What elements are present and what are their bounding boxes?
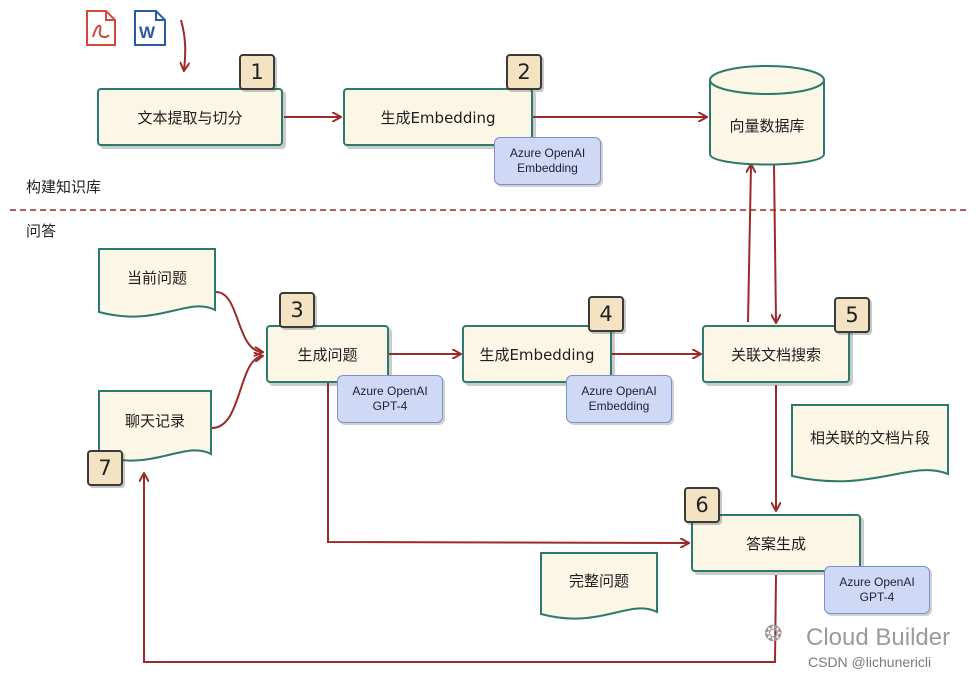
wechat-logo-icon: ❂	[764, 622, 783, 647]
step-badge-2: 2	[506, 54, 542, 90]
node-embedding-qa: 生成Embedding	[462, 325, 612, 383]
node-embedding-build: 生成Embedding	[343, 88, 533, 146]
step-badge-4: 4	[588, 296, 624, 332]
arrow-history-to-gen	[211, 356, 262, 429]
tag-azure-gpt4-answer: Azure OpenAI GPT-4	[824, 566, 930, 614]
arrow-answer-to-history	[144, 474, 777, 663]
section-label-build: 构建知识库	[26, 178, 102, 196]
tag-line-1: Azure OpenAI	[509, 146, 586, 160]
tag-line-1: Azure OpenAI	[352, 384, 428, 398]
node-related-doc-search: 关联文档搜索	[702, 325, 850, 383]
tag-azure-embedding-qa: Azure OpenAI Embedding	[566, 375, 672, 423]
arrow-db-to-search	[774, 164, 776, 322]
arrow-search-to-db	[748, 165, 751, 323]
node-generate-question-label: 生成问题	[297, 345, 358, 364]
node-generate-question: 生成问题	[266, 325, 389, 383]
pdf-file-icon	[86, 10, 116, 46]
doc-current-question-label: 当前问题	[126, 268, 187, 287]
tag-line-1: Azure OpenAI	[839, 575, 915, 589]
doc-chat-history-label: 聊天记录	[124, 411, 185, 430]
doc-shape	[791, 404, 949, 483]
tag-line-2: Embedding	[517, 161, 578, 175]
section-label-qa: 问答	[26, 222, 57, 240]
tag-line-2: GPT-4	[859, 590, 895, 604]
tag-azure-embedding-build: Azure OpenAI Embedding	[494, 137, 601, 185]
tag-line-1: Azure OpenAI	[581, 384, 657, 398]
word-icon-letter: W	[139, 23, 156, 42]
word-file-icon: W	[134, 10, 166, 46]
step-badge-3: 3	[279, 292, 315, 328]
doc-full-question: 完整问题	[540, 552, 658, 624]
doc-shape	[98, 248, 216, 318]
watermark-sub: CSDN @lichunericli	[808, 654, 932, 670]
arrow-files-to-extract	[181, 19, 185, 70]
tag-line-2: GPT-4	[372, 399, 408, 413]
doc-full-question-label: 完整问题	[568, 571, 629, 590]
node-answer-generation-label: 答案生成	[745, 534, 806, 553]
doc-related-chunks: 相关联的文档片段	[791, 404, 949, 486]
step-badge-1: 1	[239, 54, 275, 90]
node-embedding-build-label: 生成Embedding	[380, 108, 496, 127]
doc-related-chunks-label: 相关联的文档片段	[809, 428, 930, 447]
cylinder-shape	[709, 65, 825, 166]
vector-database: 向量数据库	[708, 64, 826, 166]
node-extract-split-label: 文本提取与切分	[137, 108, 243, 127]
node-embedding-qa-label: 生成Embedding	[479, 345, 595, 364]
vector-database-label: 向量数据库	[729, 116, 805, 135]
arrow-current-question-to-gen	[215, 291, 262, 352]
doc-current-question: 当前问题	[98, 248, 216, 322]
node-related-doc-search-label: 关联文档搜索	[730, 345, 821, 364]
node-extract-split: 文本提取与切分	[97, 88, 283, 146]
step-badge-6: 6	[684, 487, 720, 523]
tag-line-2: Embedding	[588, 399, 650, 413]
tag-azure-gpt4-question: Azure OpenAI GPT-4	[337, 375, 443, 423]
step-badge-7: 7	[87, 450, 123, 486]
watermark-title: Cloud Builder	[806, 624, 951, 651]
step-badge-5: 5	[834, 297, 870, 333]
